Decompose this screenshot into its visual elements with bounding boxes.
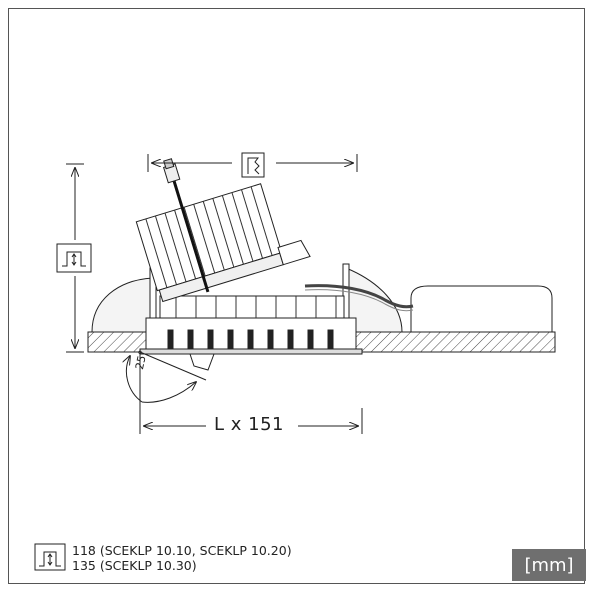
legend-line-2: 135 (SCEKLP 10.30) (72, 558, 197, 573)
length-dimension-label: L x 151 (214, 414, 284, 435)
width-dimension-icon (241, 152, 265, 178)
mounting-clips (91, 263, 403, 351)
driver-box (304, 284, 553, 333)
height-dimension-icon (56, 243, 92, 273)
drawing-frame (8, 8, 585, 584)
legend-line-1: 118 (SCEKLP 10.10, SCEKLP 10.20) (72, 543, 292, 558)
width-dimension (147, 154, 358, 172)
unit-badge: [mm] (512, 549, 586, 581)
height-dimension (66, 163, 84, 353)
heatsink-lower (139, 295, 363, 371)
length-dimension (139, 356, 363, 434)
legend-height-icon (34, 543, 66, 571)
tilted-module (135, 158, 311, 303)
